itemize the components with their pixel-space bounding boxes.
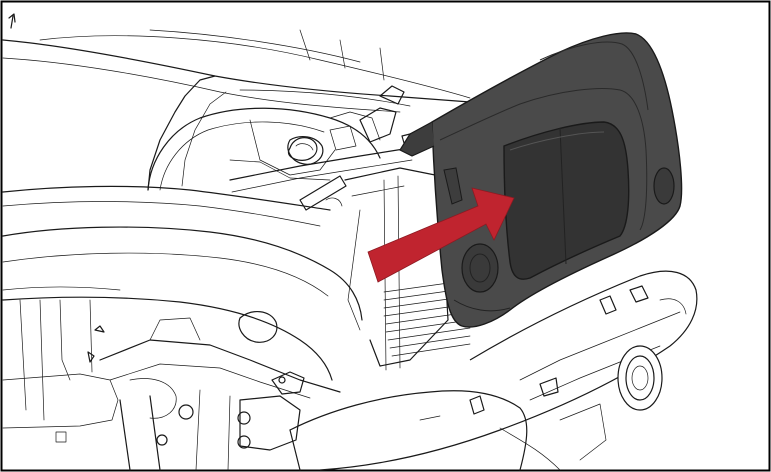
front-bumper: [289, 270, 698, 471]
grille-opening: [503, 121, 630, 280]
corner-mark: [8, 13, 16, 29]
fog-lamp-housing-right: [653, 167, 675, 205]
tow-hook-opening: [617, 345, 663, 411]
hood-panel: [2, 29, 471, 191]
lower-crossmember: [55, 317, 341, 471]
direction-arrow: [367, 187, 515, 283]
inner-fender: [2, 107, 381, 227]
grille-cover: [399, 32, 683, 328]
front-fascia-left: [2, 226, 363, 429]
radiator-fins: [383, 279, 471, 357]
fog-lamp-housing-left: [461, 243, 499, 293]
radiator-condenser: [299, 167, 471, 371]
